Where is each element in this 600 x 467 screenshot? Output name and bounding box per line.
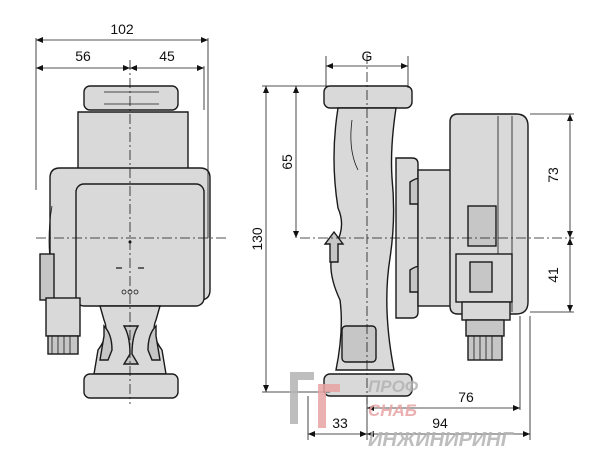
dim-right-half: 45	[159, 48, 175, 64]
dim-depth-left: 33	[332, 415, 348, 431]
dim-height-upper: 65	[279, 154, 295, 170]
watermark-line3: ИНЖИНИРИНГ	[368, 429, 515, 451]
dim-motor-lower: 41	[545, 267, 561, 283]
front-dimensions: 102 56 45	[35, 21, 209, 238]
dim-depth-total: 94	[432, 415, 448, 431]
watermark-line1: ПРОФ	[368, 377, 419, 396]
dim-motor-upper: 73	[545, 167, 561, 183]
watermark-logo: ПРОФ СНАБ ИНЖИНИРИНГ	[290, 372, 515, 451]
dim-left-half: 56	[75, 48, 91, 64]
dim-total-width: 102	[110, 21, 134, 37]
dim-height-total: 130	[249, 227, 265, 251]
side-view	[300, 54, 574, 404]
watermark-line2: СНАБ	[368, 401, 417, 420]
dim-depth-mid: 76	[458, 389, 474, 405]
dim-connection: G	[362, 48, 373, 64]
front-view	[36, 60, 226, 404]
